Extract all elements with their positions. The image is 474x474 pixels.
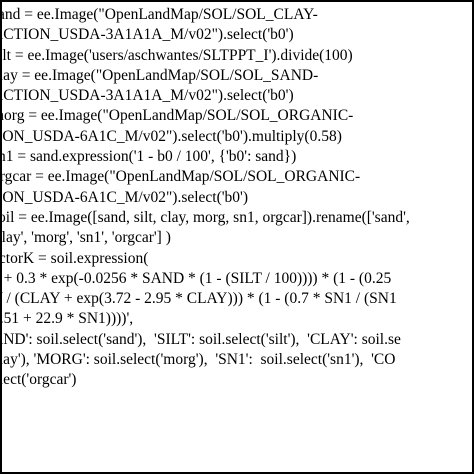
- code-line: AND': soil.select('sand'), 'SILT': soil.…: [0, 330, 401, 348]
- code-line: ACTION_USDA-3A1A1A_M/v02").select('b0'): [0, 26, 294, 44]
- code-line: elect('orgcar'): [0, 371, 77, 389]
- code-line: 2 + 0.3 * exp(-0.0256 * SAND * (1 - (SIL…: [0, 269, 392, 287]
- code-line: sn1 = sand.expression('1 - b0 / 100', {'…: [0, 148, 297, 166]
- code-line: soil = ee.Image([sand, silt, clay, morg,…: [0, 208, 410, 226]
- code-line: 5.51 + 22.9 * SN1))))',: [0, 310, 134, 328]
- code-line: ACTION_USDA-3A1A1A_M/v02").select('b0'): [0, 87, 294, 105]
- code-line: actorK = soil.expression(: [0, 249, 149, 267]
- code-line: silt = ee.Image('users/aschwantes/SLTPPT…: [0, 46, 353, 64]
- code-line: 'clay', 'morg', 'sn1', 'orgcar'] ): [0, 229, 171, 247]
- code-line: sand = ee.Image("OpenLandMap/SOL/SOL_CLA…: [0, 6, 318, 23]
- code-line: Y / (CLAY + exp(3.72 - 2.95 * CLAY))) * …: [0, 290, 397, 308]
- code-line: morg = ee.Image("OpenLandMap/SOL/SOL_ORG…: [0, 107, 354, 125]
- code-line: BON_USDA-6A1C_M/v02").select('b0').multi…: [0, 127, 342, 145]
- code-line: clay = ee.Image("OpenLandMap/SOL/SOL_SAN…: [0, 66, 319, 84]
- code-block: sand = ee.Image("OpenLandMap/SOL/SOL_CLA…: [0, 5, 410, 391]
- code-line: clay'), 'MORG': soil.select('morg'), 'SN…: [0, 351, 396, 369]
- code-line: orgcar = ee.Image("OpenLandMap/SOL/SOL_O…: [0, 168, 361, 186]
- code-line: BON_USDA-6A1C_M/v02").select('b0'): [0, 188, 249, 206]
